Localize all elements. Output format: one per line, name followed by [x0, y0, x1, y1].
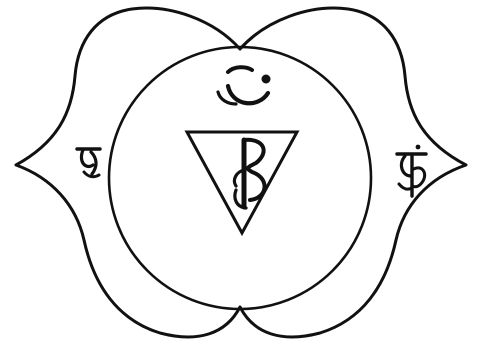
om-seed-syllable-glyph — [234, 140, 264, 208]
ksham-seed-syllable-glyph — [397, 145, 426, 196]
ham-seed-syllable-glyph — [77, 149, 100, 177]
central-circle — [109, 47, 371, 309]
crescent-bindu-glyph — [218, 67, 271, 104]
